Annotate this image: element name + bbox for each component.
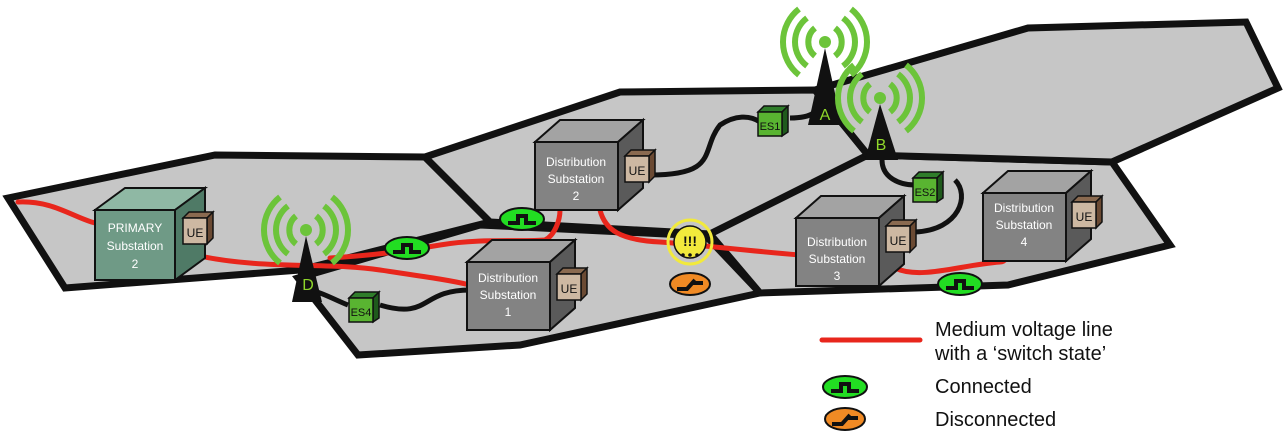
fault-indicator: !!!	[666, 218, 714, 266]
svg-text:ES4: ES4	[351, 307, 372, 319]
dist2-label-2: Substation	[548, 172, 605, 186]
communication-links	[302, 99, 964, 312]
mv-line-primary-to-dist1	[192, 252, 473, 288]
legend-line-label-2: with a ‘switch state’	[934, 343, 1106, 365]
switch-connected-d	[383, 235, 431, 261]
tower-d: D	[264, 197, 348, 302]
ue-dist4: UE	[1071, 195, 1103, 229]
switch-disconnected-fault	[668, 271, 712, 297]
switch-connected-dist2	[498, 206, 546, 232]
legend-connected-label: Connected	[935, 376, 1032, 398]
tower-a: A	[783, 9, 867, 125]
dist4-label-2: Substation	[996, 218, 1053, 232]
dist1-label-1: Distribution	[478, 271, 538, 285]
tower-a-label: A	[820, 107, 831, 124]
edge-switches: ES1 ES2 ES4	[348, 105, 944, 323]
mv-line-dist2-to-dist3	[597, 207, 803, 258]
link-es2-ue3	[914, 178, 964, 235]
link-tower-b-es2	[879, 159, 916, 188]
distribution-substation-2: Distribution Substation 2	[532, 117, 646, 213]
dist1-label-2: Substation	[480, 288, 537, 302]
dist3-label-2: Substation	[809, 252, 866, 266]
distribution-substation-1: Distribution Substation 1	[464, 237, 578, 333]
legend-connected-icon	[821, 374, 869, 400]
svg-text:UE: UE	[629, 164, 646, 178]
primary-substation-label-3: 2	[132, 257, 139, 271]
link-es4-ue1	[379, 287, 471, 312]
legend-disconnected-icon	[823, 406, 867, 432]
edge-switch-es2: ES2	[912, 171, 944, 203]
tower-b: B	[838, 65, 922, 160]
legend-line-label-1: Medium voltage line	[935, 319, 1113, 341]
svg-text:UE: UE	[561, 282, 578, 296]
dist4-label-3: 4	[1021, 235, 1028, 249]
legend-disconnected-label: Disconnected	[935, 409, 1056, 431]
dist2-label-3: 2	[573, 189, 580, 203]
primary-substation-label-1: PRIMARY	[108, 221, 162, 235]
svg-text:ES1: ES1	[760, 121, 781, 133]
ue-units: UE UE UE UE UE	[182, 149, 1103, 301]
fault-symbol: !!!	[683, 233, 697, 249]
dist3-label-3: 3	[834, 269, 841, 283]
switch-connected-dist4	[936, 271, 984, 297]
distribution-substation-4: Distribution Substation 4	[980, 168, 1094, 264]
tower-b-label: B	[876, 137, 887, 154]
svg-text:UE: UE	[187, 226, 204, 240]
svg-text:ES2: ES2	[915, 187, 936, 199]
dist3-label-1: Distribution	[807, 235, 867, 249]
edge-switch-es4: ES4	[348, 291, 380, 323]
tower-d-label: D	[302, 277, 314, 294]
ue-dist2: UE	[624, 149, 656, 183]
distribution-substation-3: Distribution Substation 3	[793, 193, 907, 289]
legend: Medium voltage line with a ‘switch state…	[819, 319, 1113, 432]
edge-switch-es1: ES1	[757, 105, 789, 137]
link-ue2-es1	[649, 114, 762, 178]
ue-dist3: UE	[885, 219, 917, 253]
primary-substation-label-2: Substation	[107, 239, 164, 253]
ue-dist1: UE	[556, 267, 588, 301]
ue-primary: UE	[182, 211, 214, 245]
svg-text:UE: UE	[1076, 210, 1093, 224]
dist1-label-3: 1	[505, 305, 512, 319]
dist2-label-1: Distribution	[546, 155, 606, 169]
svg-text:UE: UE	[890, 234, 907, 248]
dist4-label-1: Distribution	[994, 201, 1054, 215]
